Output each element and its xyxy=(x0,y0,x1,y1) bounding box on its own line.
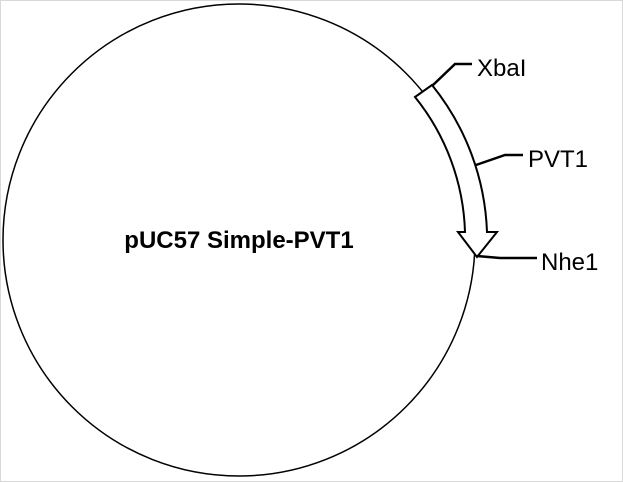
feature-label-nhe1: Nhe1 xyxy=(541,249,598,276)
feature-label-pvt1: PVT1 xyxy=(528,146,588,173)
nhe1-leader-line xyxy=(476,254,537,260)
plasmid-name: pUC57 Simple-PVT1 xyxy=(124,227,353,254)
feature-label-xbai: XbaI xyxy=(477,55,526,82)
pvt1-leader-line xyxy=(475,153,523,167)
pvt1-insert-arrow xyxy=(413,83,500,259)
xbai-leader-line xyxy=(431,62,472,87)
